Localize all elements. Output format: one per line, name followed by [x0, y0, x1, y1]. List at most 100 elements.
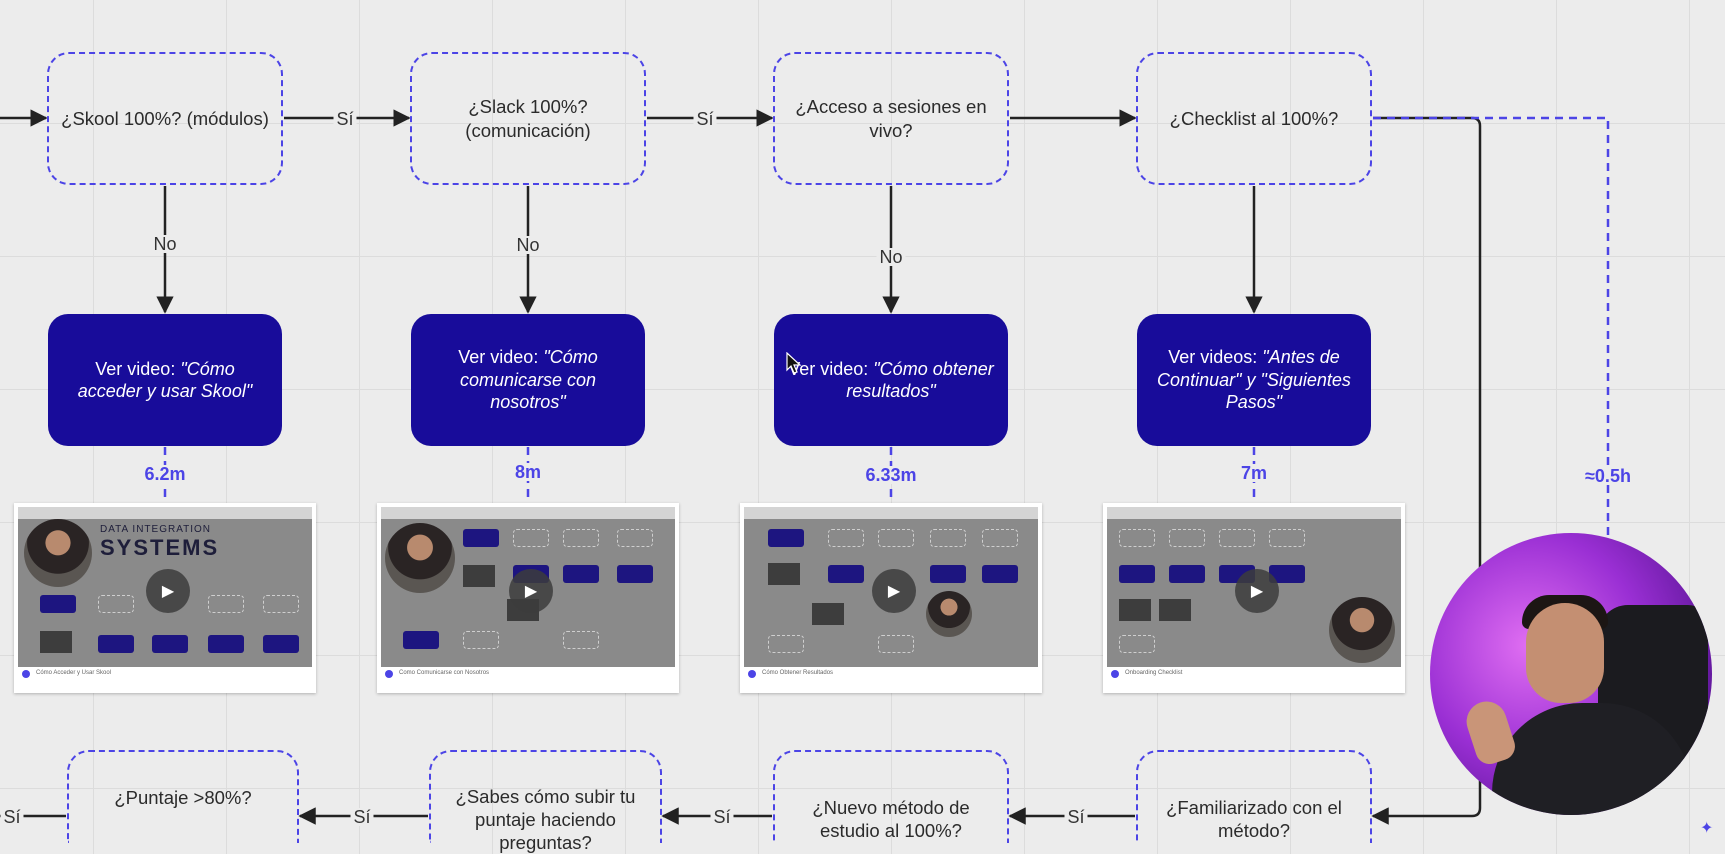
play-icon[interactable]: ▶ [146, 569, 190, 613]
action-video-title: "Antes de Continuar" y "Siguientes Pasos… [1157, 347, 1351, 413]
mini-node [768, 635, 804, 653]
action-sesiones-video[interactable]: Ver video: "Cómo obtener resultados" [774, 314, 1008, 446]
mini-node [982, 565, 1018, 583]
mini-image [40, 631, 72, 653]
video-thumbnail[interactable]: ▶ Onboarding Checklist [1103, 503, 1405, 693]
mini-node [768, 529, 804, 547]
total-duration-bracket [1373, 116, 1610, 540]
thumbnail-screen: ▶ [1107, 507, 1401, 667]
decision-preguntas[interactable]: ¿Sabes cómo subir tu puntaje haciendo pr… [429, 750, 662, 853]
mini-node [208, 595, 244, 613]
logo-icon: ✦ [1700, 820, 1714, 837]
mini-node [1119, 635, 1155, 653]
decision-familiarizado-label: ¿Familiarizado con el método? [1166, 797, 1342, 842]
video-thumbnail[interactable]: ▶ Como Comunicarse con Nosotros [377, 503, 679, 693]
presenter-avatar [24, 519, 92, 587]
edge-label-yes: Sí [710, 808, 734, 826]
decision-familiarizado[interactable]: ¿Familiarizado con el método? [1136, 750, 1372, 843]
edge-label-yes: Sí [693, 110, 717, 128]
channel-icon [748, 670, 756, 678]
edge-label-yes: Sí [333, 110, 357, 128]
mini-node [563, 565, 599, 583]
video-thumbnail[interactable]: ▶ Cómo Obtener Resultados [740, 503, 1042, 693]
edge-label-yes: Sí [1064, 808, 1088, 826]
action-video-title: "Cómo comunicarse con nosotros" [459, 347, 598, 413]
mini-node [513, 529, 549, 547]
mini-node [563, 529, 599, 547]
thumbnail-caption: Cómo Obtener Resultados [748, 670, 833, 678]
mini-node [930, 565, 966, 583]
decision-puntaje[interactable]: ¿Puntaje >80%? [67, 750, 299, 843]
decision-sesiones[interactable]: ¿Acceso a sesiones en vivo? [773, 52, 1009, 185]
mini-node [982, 529, 1018, 547]
play-icon[interactable]: ▶ [509, 569, 553, 613]
mini-node [828, 529, 864, 547]
edge-label-no: No [876, 248, 906, 266]
decision-preguntas-label: ¿Sabes cómo subir tu puntaje haciendo pr… [455, 786, 636, 854]
action-video-title: "Cómo obtener resultados" [846, 358, 994, 402]
action-skool-video[interactable]: Ver video: "Cómo acceder y usar Skool" [48, 314, 282, 446]
webcam-presenter-hand [1461, 696, 1519, 768]
mini-node [263, 635, 299, 653]
edge-label-yes: Sí [350, 808, 374, 826]
mini-node [208, 635, 244, 653]
total-duration-label: ≈0.5h [1582, 467, 1634, 485]
logo-line1: DATA INTEGRATION [100, 524, 212, 535]
thumbnail-caption: Onboarding Checklist [1111, 670, 1182, 678]
decision-metodo-label: ¿Nuevo método de estudio al 100%? [812, 797, 970, 842]
thumbnail-title: Como Comunicarse con Nosotros [399, 670, 490, 677]
mini-node [878, 635, 914, 653]
mini-node [828, 565, 864, 583]
thumbnail-title: Onboarding Checklist [1125, 670, 1183, 677]
cursor-icon [786, 352, 802, 374]
thumbnail-toolbar [18, 507, 312, 519]
play-icon[interactable]: ▶ [872, 569, 916, 613]
action-prefix: Ver video: [788, 358, 874, 379]
channel-icon [385, 670, 393, 678]
mini-node [1119, 565, 1155, 583]
channel-icon [1111, 670, 1119, 678]
duration-label: 6.2m [141, 465, 189, 483]
mini-node [98, 635, 134, 653]
presenter-avatar [1329, 597, 1395, 663]
thumbnail-caption: Cómo Acceder y Usar Skool [22, 670, 111, 678]
thumbnail-title: Cómo Obtener Resultados [762, 670, 834, 677]
mini-node [930, 529, 966, 547]
action-prefix: Ver videos: [1168, 347, 1263, 368]
thumbnail-toolbar [744, 507, 1038, 519]
duration-label: 6.33m [862, 466, 920, 484]
duration-label: 7m [1237, 464, 1271, 482]
edge-label-yes: Sí [0, 808, 24, 826]
edge-label-no: No [150, 235, 180, 253]
action-checklist-videos[interactable]: Ver videos: "Antes de Continuar" y "Sigu… [1137, 314, 1371, 446]
mini-image [812, 603, 844, 625]
decision-slack[interactable]: ¿Slack 100%? (comunicación) [410, 52, 646, 185]
presenter-avatar [385, 523, 455, 593]
decision-metodo[interactable]: ¿Nuevo método de estudio al 100%? [773, 750, 1009, 843]
mini-node [1219, 529, 1255, 547]
thumbnail-toolbar [1107, 507, 1401, 519]
mini-node [1169, 529, 1205, 547]
thumbnail-title: Cómo Acceder y Usar Skool [36, 670, 112, 677]
decision-skool-label: ¿Skool 100%? (módulos) [61, 107, 269, 129]
thumbnail-caption: Como Comunicarse con Nosotros [385, 670, 489, 678]
action-prefix: Ver video: [95, 358, 181, 379]
mini-node [1269, 565, 1305, 583]
action-slack-video[interactable]: Ver video: "Cómo comunicarse con nosotro… [411, 314, 645, 446]
mini-node [263, 595, 299, 613]
play-icon[interactable]: ▶ [1235, 569, 1279, 613]
decision-skool[interactable]: ¿Skool 100%? (módulos) [47, 52, 283, 185]
mini-image [1159, 599, 1191, 621]
mini-node [1169, 565, 1205, 583]
duration-label: 8m [511, 463, 545, 481]
webcam-presenter-head [1526, 603, 1604, 703]
mini-node [98, 595, 134, 613]
decision-checklist[interactable]: ¿Checklist al 100%? [1136, 52, 1372, 185]
decision-puntaje-label: ¿Puntaje >80%? [114, 786, 252, 808]
action-prefix: Ver video: [458, 347, 544, 368]
mini-node [152, 635, 188, 653]
decision-checklist-label: ¿Checklist al 100%? [1169, 107, 1339, 129]
